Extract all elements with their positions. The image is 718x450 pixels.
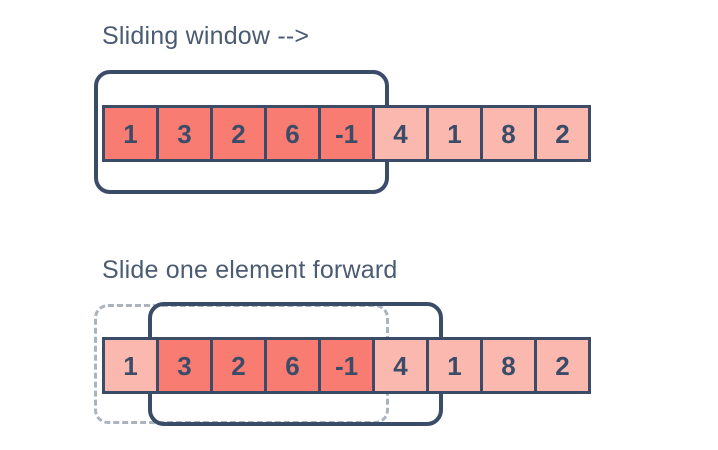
row1-cell-0: 1 [102, 105, 159, 162]
row2-cell-1: 3 [156, 337, 213, 394]
row1-cell-5: 4 [372, 105, 429, 162]
row2-cell-5: 4 [372, 337, 429, 394]
row2-cell-6: 1 [426, 337, 483, 394]
row1-cell-1: 3 [156, 105, 213, 162]
row1-cell-4: -1 [318, 105, 375, 162]
row2-cell-4: -1 [318, 337, 375, 394]
row1-cell-8: 2 [534, 105, 591, 162]
row2-caption: Slide one element forward [102, 256, 398, 284]
row2-cell-2: 2 [210, 337, 267, 394]
row1-cell-2: 2 [210, 105, 267, 162]
row2-cell-8: 2 [534, 337, 591, 394]
row1-cell-6: 1 [426, 105, 483, 162]
row1-array: 1 3 2 6 -1 4 1 8 2 [102, 105, 591, 162]
row1-cell-7: 8 [480, 105, 537, 162]
row1-caption: Sliding window --> [102, 22, 310, 50]
row1-cell-3: 6 [264, 105, 321, 162]
row2-cell-7: 8 [480, 337, 537, 394]
row2-cell-0: 1 [102, 337, 159, 394]
row2-array: 1 3 2 6 -1 4 1 8 2 [102, 337, 591, 394]
row2-cell-3: 6 [264, 337, 321, 394]
